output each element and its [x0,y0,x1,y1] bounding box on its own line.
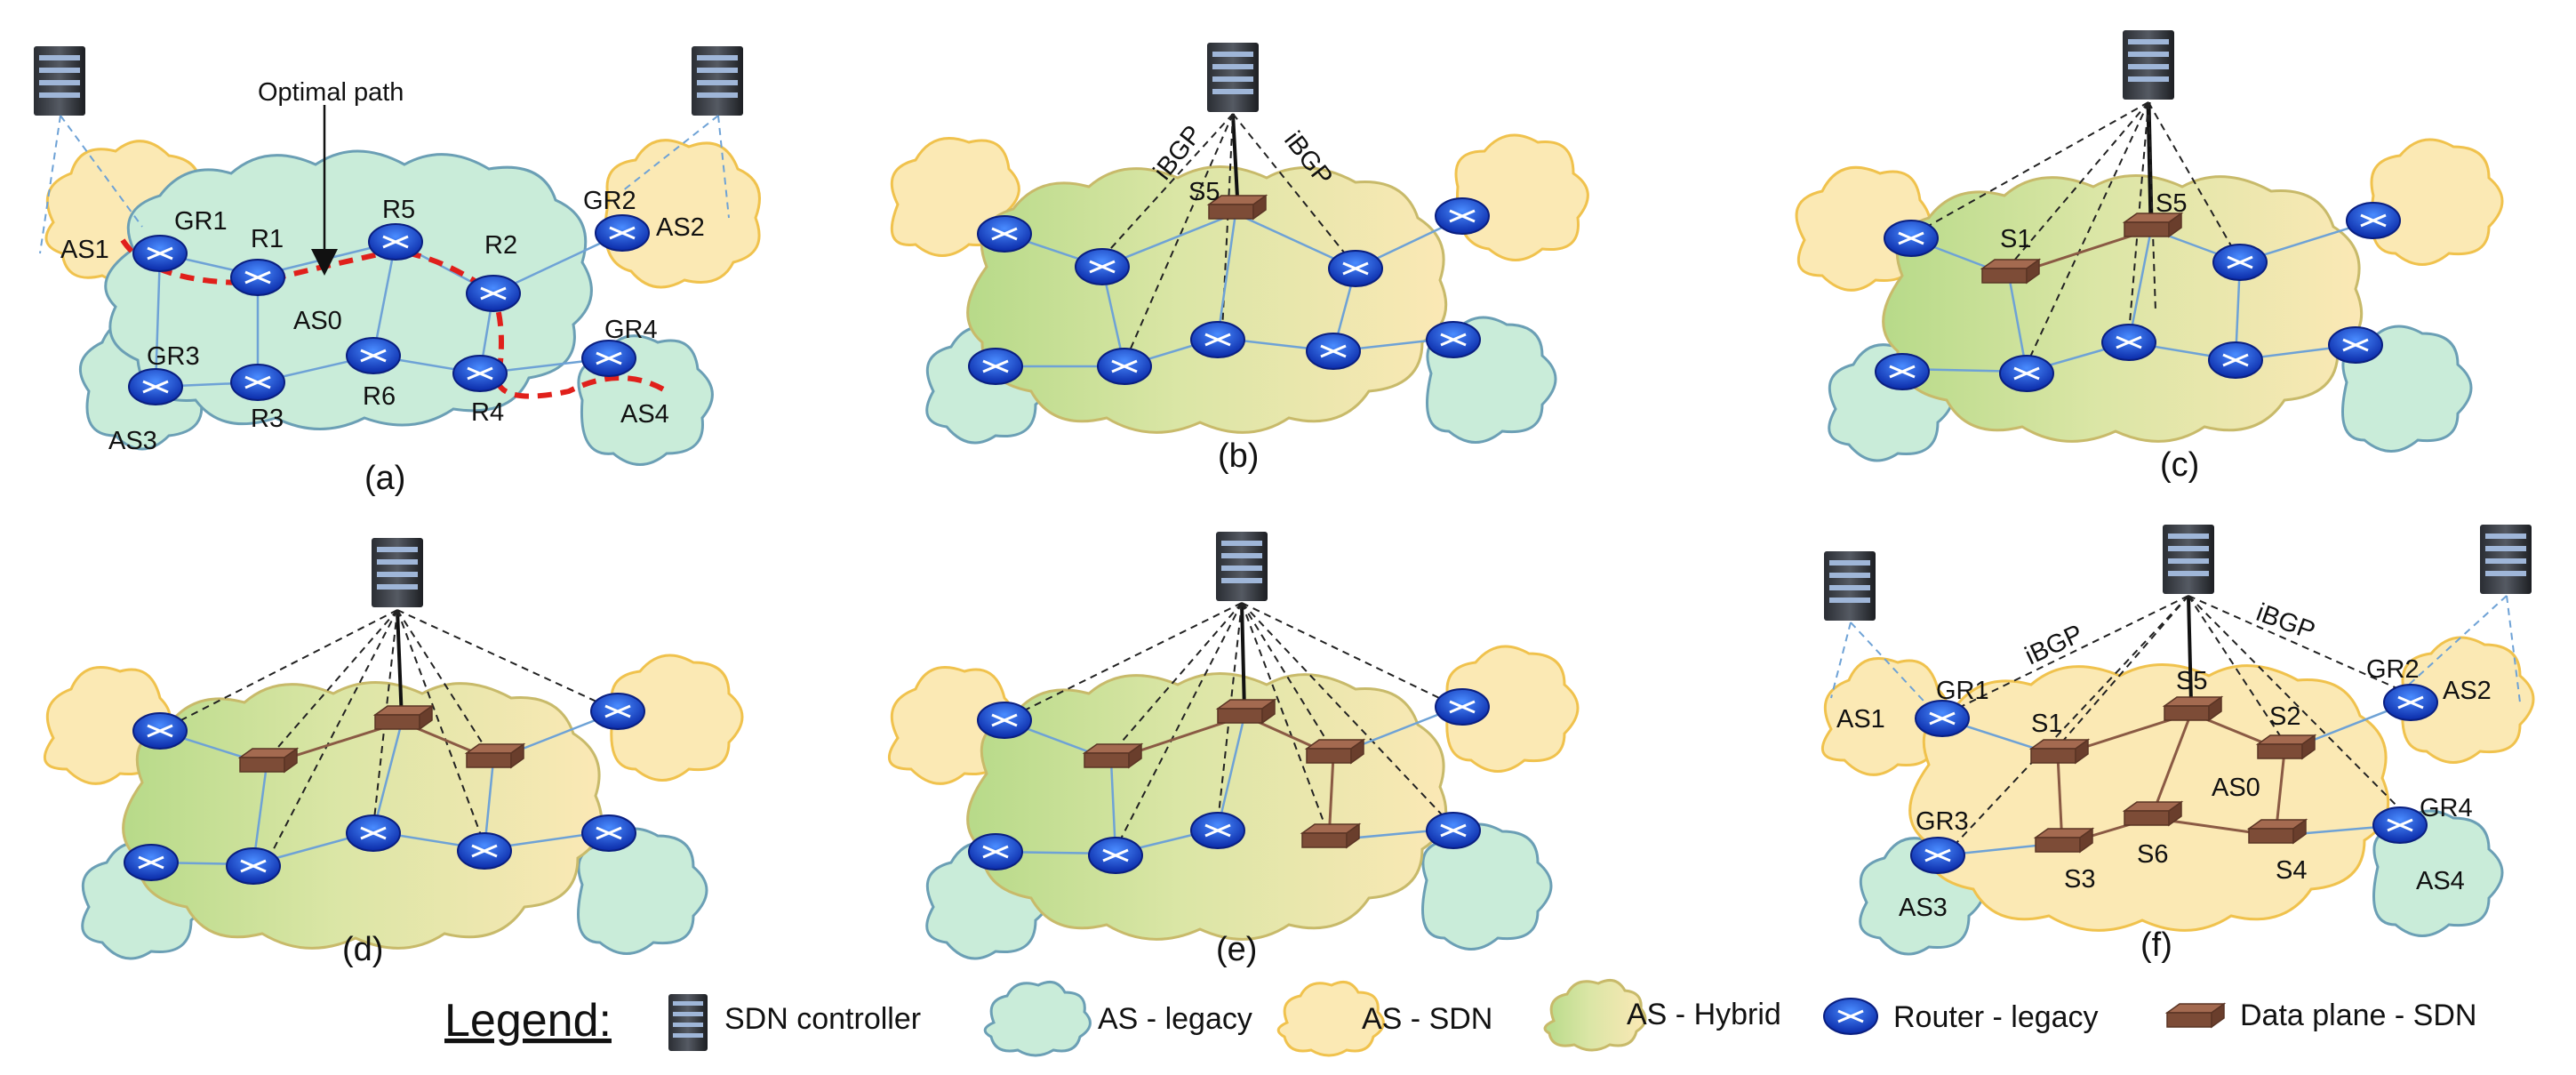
server-icon [2123,30,2174,100]
router-icon-group [968,197,1490,385]
router-icon-group [968,688,1490,874]
router-icon [1823,998,1878,1035]
legacy-cloud-icon [983,980,1092,1057]
legend-title: Legend: [444,995,612,1047]
switch-icon [1304,738,1366,765]
switch-icon [464,742,526,769]
switch-icon [237,747,300,774]
r2-label: R2 [484,231,517,260]
switch-icon [2246,818,2308,845]
s4-label: S4 [2276,856,2307,885]
legend-dataplane-label: Data plane - SDN [2240,999,2476,1032]
server-icon [1824,551,1876,621]
gr1-label: GR1 [174,207,228,236]
as2-label: AS2 [656,213,705,242]
switch-icon [2122,800,2184,827]
switch-icon [1980,258,2042,285]
switch-icon [1300,822,1362,849]
as1-label: AS1 [60,236,109,264]
panel-f-caption: (f) [2140,927,2172,964]
legend-sdn-label: AS - SDN [1362,1002,1492,1036]
gr2-label: GR2 [583,187,636,215]
optimal-path-label: Optimal path [258,78,404,107]
s5-label: S5 [1188,178,1220,206]
hybrid-cloud-icon [1543,978,1647,1052]
router-icon-group [128,214,650,405]
gr3-label: GR3 [1916,807,1969,836]
panel-e: (e) [888,532,1580,968]
panel-d: (d) [44,538,744,968]
router-icon-group [1910,684,2438,874]
s5-label: S5 [2176,667,2207,695]
switch-icon [1206,194,1268,221]
gr1-label: GR1 [1936,677,1989,705]
s1-label: S1 [2031,710,2062,738]
as0-label: AS0 [293,307,342,335]
r3-label: R3 [251,405,284,433]
switch-icon [2164,1002,2227,1029]
s2-label: S2 [2269,702,2300,731]
r5-label: R5 [382,196,415,224]
as4-label: AS4 [2416,867,2465,895]
switch-icon [2255,734,2317,760]
switch-icon [2033,827,2095,854]
optimal-path-line [120,238,668,399]
as2-label: AS2 [2443,677,2492,705]
s5-label: S5 [2156,189,2187,218]
panel-b: iBGP iBGP S5 (b) [890,43,1589,475]
legend-controller-label: SDN controller [724,1002,921,1036]
router-icon-group [1875,202,2401,392]
s3-label: S3 [2064,865,2095,894]
switch-icon [1082,742,1144,769]
ibgp-left-label: iBGP [2020,620,2087,671]
sdn-cloud-icon [1276,980,1385,1057]
gr4-label: GR4 [604,316,658,344]
as0-label: AS0 [2212,774,2260,802]
s6-label: S6 [2137,840,2168,869]
gr3-label: GR3 [147,342,200,371]
switch-icon [372,704,435,731]
switch-icon [2162,695,2224,722]
panel-c-caption: (c) [2160,446,2199,484]
panel-a: Optimal path AS1 AS2 AS3 AS4 AS0 GR1 GR2… [34,46,761,497]
server-icon [34,46,85,116]
r4-label: R4 [471,398,504,427]
as2-cloud [604,139,761,289]
legend-router-label: Router - legacy [1893,1000,2099,1034]
panel-d-caption: (d) [342,931,383,968]
as4-label: AS4 [620,400,669,429]
gr2-label: GR2 [2366,655,2420,684]
as3-label: AS3 [108,427,157,455]
legend-legacy-label: AS - legacy [1098,1002,1252,1036]
legend-hybrid-label: AS - Hybrid [1627,998,1781,1031]
switch-icon [2028,738,2091,765]
gr4-label: GR4 [2420,794,2473,822]
router-icon-group [124,693,645,885]
server-icon [1216,532,1268,601]
panel-e-caption: (e) [1216,931,1257,968]
panel-b-caption: (b) [1218,437,1259,475]
server-icon [668,994,708,1051]
r1-label: R1 [251,225,284,253]
panel-f: iBGP iBGP AS1 AS2 AS3 AS4 AS0 GR1 GR2 GR… [1821,525,2535,964]
server-icon [692,46,743,116]
switch-icon [1215,698,1277,725]
as3-label: AS3 [1899,894,1948,922]
panel-c: S1 S5 (c) [1795,30,2504,484]
server-icon [1207,43,1259,112]
legend: Legend: SDN controller AS - legacy AS - … [444,978,2476,1057]
server-icon [372,538,423,607]
s1-label: S1 [2000,225,2031,253]
server-icon [2480,525,2532,594]
switch-icon [2122,212,2184,238]
server-icon [2163,525,2214,594]
r6-label: R6 [363,382,396,411]
as1-label: AS1 [1836,705,1885,734]
panel-a-caption: (a) [364,460,405,497]
